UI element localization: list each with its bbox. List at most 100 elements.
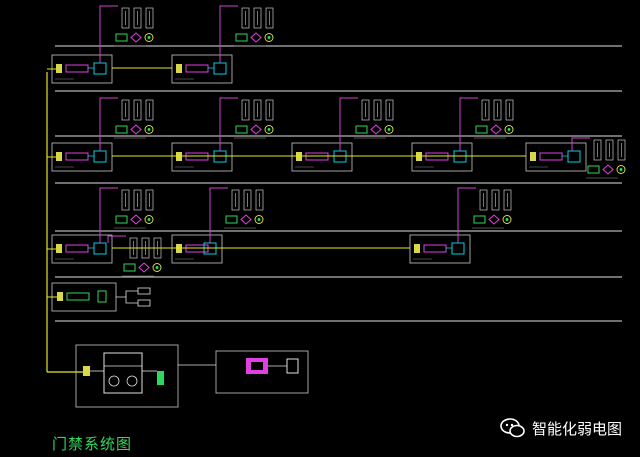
device-strip (153, 237, 162, 259)
device-strip (133, 189, 142, 211)
field-device-cluster (99, 187, 154, 243)
device-strip (133, 99, 142, 121)
door-group (47, 97, 154, 172)
power-line (219, 97, 238, 151)
reader-module (451, 242, 465, 255)
field-device-cluster (99, 5, 154, 63)
reader-dot (507, 128, 511, 131)
controller-box (171, 234, 223, 264)
device-strip (505, 99, 514, 121)
server-disk (108, 375, 120, 387)
device-strip (265, 7, 274, 29)
door-group (409, 187, 512, 264)
lock-icon (138, 262, 150, 273)
device-strip (121, 189, 130, 211)
controller-module (185, 64, 209, 73)
bus-tap (530, 152, 536, 161)
lock-icon (130, 214, 142, 225)
power-line (219, 5, 238, 63)
lock-icon (602, 164, 614, 175)
exit-button-icon (115, 33, 128, 42)
exit-button-icon (115, 215, 128, 224)
bus-tap (414, 244, 420, 253)
reader-dot (387, 128, 391, 131)
wechat-icon (500, 418, 525, 438)
reader-dot (147, 128, 151, 131)
reader-module (93, 150, 107, 163)
power-line (209, 187, 228, 243)
device-strip (385, 99, 394, 121)
lock-icon (250, 124, 262, 135)
device-strip (605, 139, 614, 161)
device-strip (145, 99, 154, 121)
field-device-cluster (99, 97, 154, 151)
lock-icon (488, 214, 500, 225)
reader-module (213, 62, 227, 75)
power-line (99, 97, 118, 151)
central-bus-tap (83, 366, 90, 376)
field-device-cluster (571, 137, 626, 179)
exit-button-icon (123, 263, 136, 272)
reader-module (93, 62, 107, 75)
diagram-title: 门禁系统图 (52, 435, 133, 453)
reader-module (93, 242, 107, 255)
reader-dot (267, 36, 271, 39)
door-group (171, 97, 274, 172)
device-strip (243, 189, 252, 211)
device-strip (373, 99, 382, 121)
reader-dot (619, 168, 623, 171)
lock-icon (370, 124, 382, 135)
field-device-cluster (219, 5, 274, 63)
field-device-cluster (219, 97, 274, 151)
reader-module (567, 150, 581, 163)
reader-icon (384, 125, 394, 134)
device-strip (255, 189, 264, 211)
door-group (171, 187, 264, 264)
device-strip (491, 189, 500, 211)
power-line (457, 187, 476, 243)
field-device-cluster (457, 187, 512, 243)
lock-icon (490, 124, 502, 135)
field-device-cluster (459, 97, 514, 151)
door-group (525, 142, 587, 172)
device-strip (121, 7, 130, 29)
watermark: 智能化弱电图 (500, 415, 622, 441)
controller-module (65, 64, 89, 73)
exit-button-icon (225, 215, 238, 224)
field-device-cluster (209, 187, 264, 243)
reader-icon (616, 165, 626, 174)
reader-icon (144, 125, 154, 134)
controller-box (291, 142, 353, 172)
device-strip (145, 189, 154, 211)
reader-icon (152, 263, 162, 272)
door-groups (47, 5, 626, 312)
power-line (99, 5, 118, 63)
controller-module (65, 152, 89, 161)
reader-icon (254, 215, 264, 224)
reader-dot (155, 266, 159, 269)
exit-button-icon (115, 125, 128, 134)
device-strip (129, 237, 138, 259)
reader-dot (257, 218, 261, 221)
controller-module (423, 244, 447, 253)
device-strip (593, 139, 602, 161)
reader-dot (505, 218, 509, 221)
central-equipment (47, 344, 309, 408)
exit-button-icon (355, 125, 368, 134)
reader-icon (144, 215, 154, 224)
device-strip (133, 7, 142, 29)
door-group (47, 282, 151, 312)
door-group (171, 5, 274, 84)
door-group (411, 97, 514, 172)
watermark-text: 智能化弱电图 (531, 419, 622, 438)
reader-dot (147, 218, 151, 221)
workstation-screen (251, 362, 263, 370)
power-line (107, 235, 126, 243)
device-strip (265, 99, 274, 121)
out-line (116, 290, 138, 298)
power-line (99, 187, 118, 243)
output-device (137, 287, 151, 295)
lock-icon (240, 214, 252, 225)
workstation-frame (215, 350, 309, 394)
bus-tap (56, 244, 62, 253)
